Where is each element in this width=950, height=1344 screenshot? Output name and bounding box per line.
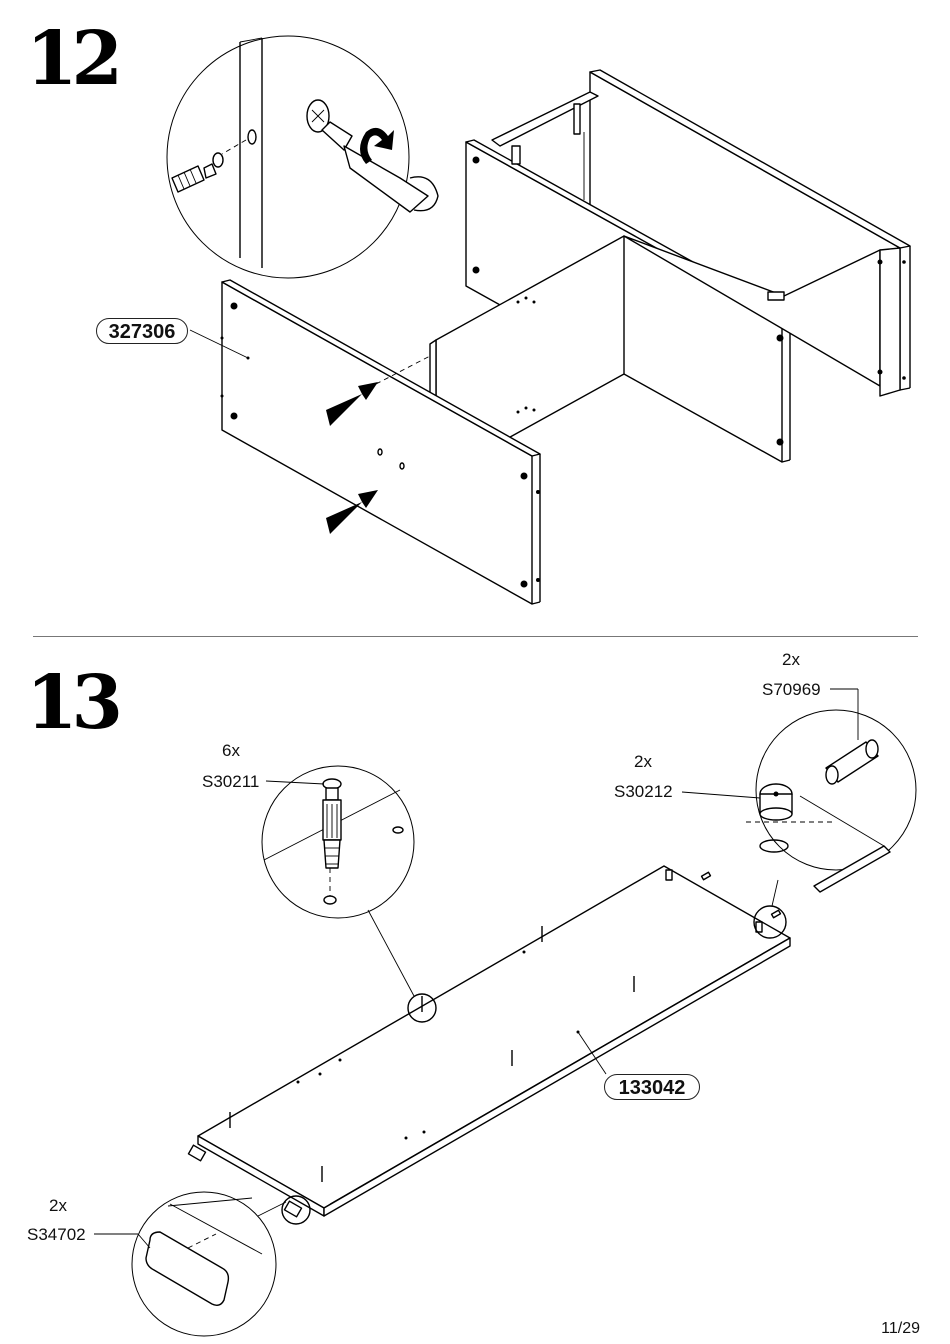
cam-screw-icon: [171, 152, 224, 193]
push-arrow-lower: [326, 490, 378, 534]
step-divider: [33, 636, 918, 637]
page-number: 11/29: [881, 1320, 920, 1337]
hardware-code-s30211: S30211: [202, 772, 260, 791]
screwdriver-icon: [306, 99, 439, 213]
base-panel-133042: [187, 865, 791, 1225]
part-label-133042: 133042: [604, 1074, 700, 1100]
part-label-327306: 327306: [96, 318, 188, 344]
hardware-code-s70969: S70969: [762, 680, 821, 699]
push-arrow-upper: [326, 382, 378, 426]
hardware-qty-s30211: 6x: [222, 741, 240, 760]
hardware-qty-s30212: 2x: [634, 752, 652, 771]
hardware-qty-s34702: 2x: [49, 1196, 67, 1215]
step-number-12: 12: [26, 16, 123, 102]
hardware-code-s30212: S30212: [614, 782, 673, 801]
screw-detail-magnifier: [166, 35, 439, 279]
step-number-13: 13: [26, 660, 123, 746]
cam-bolt-detail: [261, 765, 415, 997]
cabinet-body: [429, 69, 911, 483]
front-panel-327306: [189, 279, 541, 605]
foot-pad-detail: [94, 1191, 287, 1337]
hardware-qty-s70969: 2x: [782, 650, 800, 669]
hardware-code-s34702: S34702: [27, 1225, 86, 1244]
cam-lock-detail: [681, 688, 917, 907]
